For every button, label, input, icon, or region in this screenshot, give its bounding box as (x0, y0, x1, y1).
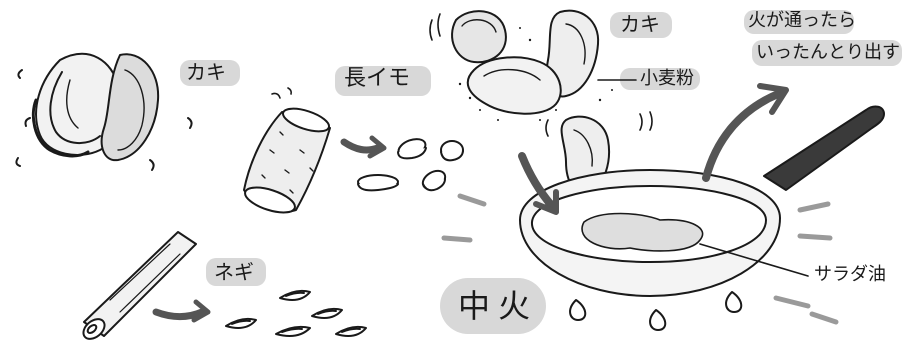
flame-icons (569, 291, 743, 331)
yam-label: 長イモ (344, 66, 411, 91)
label-highlight (610, 12, 672, 38)
label-highlight (752, 40, 902, 66)
heat-rays (441, 193, 839, 325)
oyster-label-right: カキ (620, 12, 660, 36)
arrowhead (757, 83, 789, 115)
label-highlight (440, 278, 546, 334)
pan-handle (763, 105, 885, 191)
label-highlight (335, 66, 431, 96)
oil-puddle (581, 212, 704, 252)
yam-illustration (243, 87, 331, 214)
floured-oysters (429, 9, 653, 203)
flour-label: 小麦粉 (640, 68, 694, 89)
note-line-1: 火が通ったら (748, 10, 856, 31)
out-of-pan-arrow (702, 90, 782, 182)
label-highlight (620, 68, 700, 90)
oil-label: サラダ油 (814, 264, 886, 285)
oyster-shell-right (100, 53, 160, 162)
leek-to-slices-arrow (152, 308, 206, 320)
yam-slices (357, 138, 464, 192)
into-pan-arrow (518, 152, 556, 210)
leek-illustration (82, 231, 197, 340)
label-highlight (180, 60, 240, 86)
arrowhead (367, 135, 387, 159)
oyster-pair-illustration (15, 52, 193, 171)
leek-slices (225, 289, 367, 337)
oil-leader-line (699, 243, 809, 277)
yam-to-slices-arrow (340, 138, 382, 154)
label-highlight (206, 258, 266, 286)
heat-level-label: 中火 (458, 287, 539, 325)
note-line-2: いったんとり出す (756, 42, 900, 63)
label-highlight (744, 10, 854, 34)
arrowhead (191, 299, 211, 323)
oyster-label-left: カキ (186, 60, 226, 84)
frying-pan (519, 105, 885, 297)
arrowhead (533, 189, 559, 215)
leek-label: ネギ (214, 260, 254, 284)
